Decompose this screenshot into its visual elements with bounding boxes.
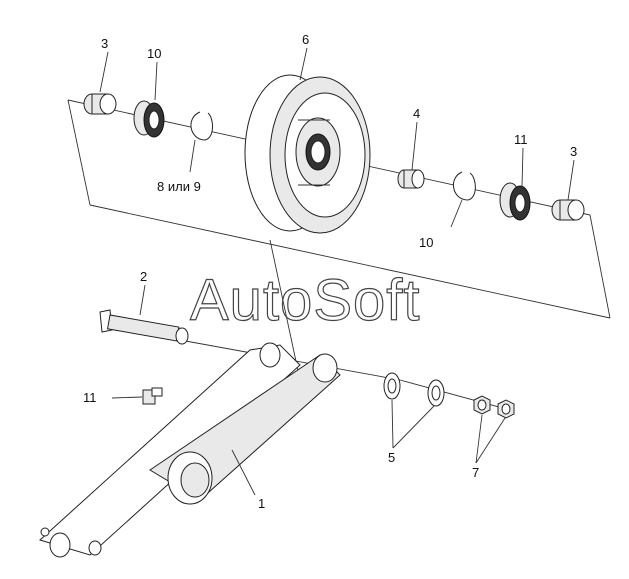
bearing-left — [133, 100, 165, 138]
bushing-left — [83, 93, 117, 115]
spacer-sleeve — [397, 169, 425, 189]
callout-7: 7 — [472, 465, 479, 480]
grease-fitting — [142, 387, 163, 405]
callout-10-left: 10 — [147, 46, 161, 61]
callout-8-or-9-left: 8 или 9 — [157, 179, 201, 194]
callout-1: 1 — [258, 496, 265, 511]
snap-ring-left — [190, 111, 213, 141]
callout-4: 4 — [413, 106, 420, 121]
snap-ring-right — [453, 171, 476, 201]
watermark-logo: AutoSoft — [190, 268, 420, 333]
callout-leaders — [99, 47, 575, 496]
callout-labels: 3 10 6 8 или 9 4 11 3 10 2 11 1 5 7 — [83, 32, 577, 511]
callout-3-right: 3 — [570, 144, 577, 159]
tensioner-arm — [39, 342, 341, 558]
callout-8-or-9-right: 10 — [419, 235, 433, 250]
nuts — [473, 395, 515, 419]
callout-3-left: 3 — [101, 36, 108, 51]
washers — [383, 372, 445, 407]
bushing-right — [551, 199, 585, 221]
callout-2: 2 — [140, 269, 147, 284]
callout-6: 6 — [302, 32, 309, 47]
bearing-right — [499, 182, 531, 221]
callout-5: 5 — [388, 450, 395, 465]
callout-11: 11 — [83, 390, 97, 405]
pulley-wheel — [244, 74, 371, 234]
pivot-bolt — [99, 309, 189, 345]
callout-10-right: 11 — [514, 132, 528, 147]
